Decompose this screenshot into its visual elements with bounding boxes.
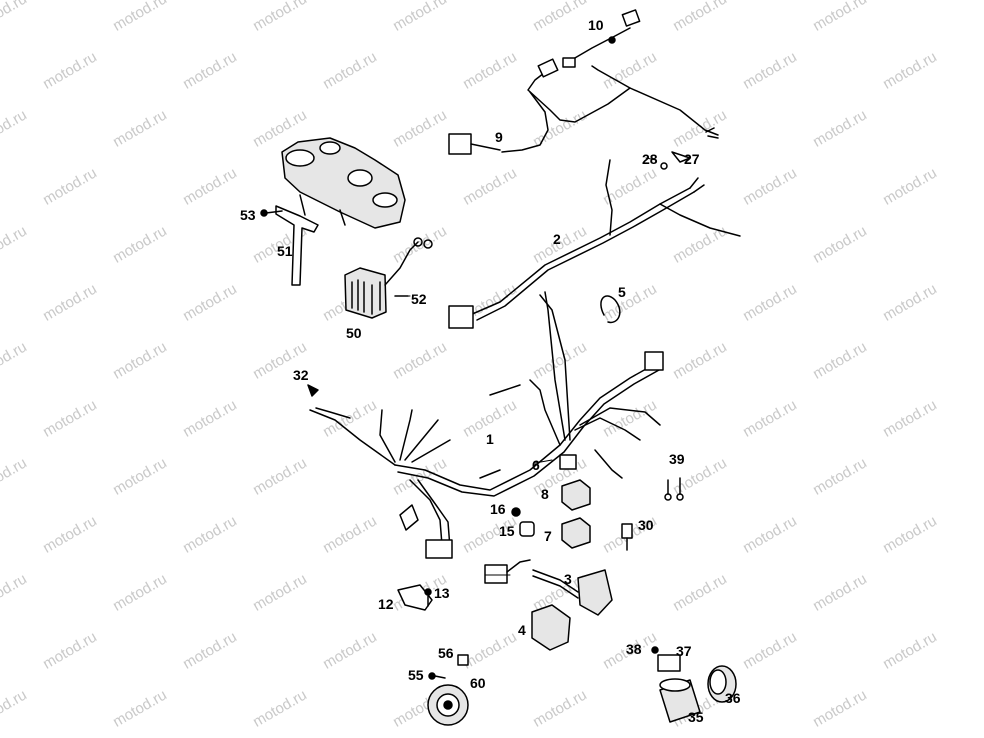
- part-32-connector: [307, 384, 351, 419]
- part-30-switch: [621, 523, 633, 551]
- part-5-clip: [600, 295, 621, 324]
- leader-lines: [399, 157, 657, 576]
- callout-4: 4: [518, 622, 526, 638]
- callout-9: 9: [495, 129, 503, 145]
- part-37-38-bracket: [651, 646, 681, 672]
- callout-32: 32: [293, 367, 309, 383]
- callout-3: 3: [564, 571, 572, 587]
- callout-8: 8: [541, 486, 549, 502]
- part-60-horn: [427, 654, 469, 726]
- part-7-relay: [561, 517, 591, 549]
- part-36-sleeve: [707, 665, 737, 703]
- part-9-harness: [448, 58, 719, 155]
- part-10-sensor-cable: [562, 9, 641, 68]
- part-27-28-clips: [660, 151, 691, 170]
- callout-6: 6: [532, 457, 540, 473]
- callout-2: 2: [553, 231, 561, 247]
- callout-36: 36: [725, 690, 741, 706]
- callout-52: 52: [411, 291, 427, 307]
- callout-15: 15: [499, 523, 515, 539]
- callout-55: 55: [408, 667, 424, 683]
- part-51-bracket: [260, 205, 319, 286]
- callout-50: 50: [346, 325, 362, 341]
- part-35-capacitor: [659, 678, 701, 723]
- callout-12: 12: [378, 596, 394, 612]
- part-12-13-bracket: [397, 584, 433, 611]
- callout-7: 7: [544, 528, 552, 544]
- callout-53: 53: [240, 207, 256, 223]
- callout-37: 37: [676, 643, 692, 659]
- callout-27: 27: [684, 151, 700, 167]
- part-6-socket: [559, 454, 577, 470]
- callout-51: 51: [277, 243, 293, 259]
- part-8-relay: [561, 479, 591, 511]
- callout-30: 30: [638, 517, 654, 533]
- part-1-main-loom: [309, 291, 664, 584]
- callout-35: 35: [688, 709, 704, 725]
- part-4-housing: [531, 604, 571, 651]
- callout-13: 13: [434, 585, 450, 601]
- part-3-switch: [532, 569, 613, 616]
- callout-16: 16: [490, 501, 506, 517]
- part-2-main-cable: [448, 159, 741, 329]
- callout-1: 1: [486, 431, 494, 447]
- callout-38: 38: [626, 641, 642, 657]
- handlebar-clamp: [281, 137, 406, 229]
- part-50-regulator: [344, 237, 433, 319]
- callout-39: 39: [669, 451, 685, 467]
- callout-5: 5: [618, 284, 626, 300]
- callout-60: 60: [470, 675, 486, 691]
- callout-56: 56: [438, 645, 454, 661]
- part-39-lugs: [664, 477, 684, 501]
- part-15-16-holder: [511, 507, 535, 537]
- callout-28: 28: [642, 151, 658, 167]
- callout-10: 10: [588, 17, 604, 33]
